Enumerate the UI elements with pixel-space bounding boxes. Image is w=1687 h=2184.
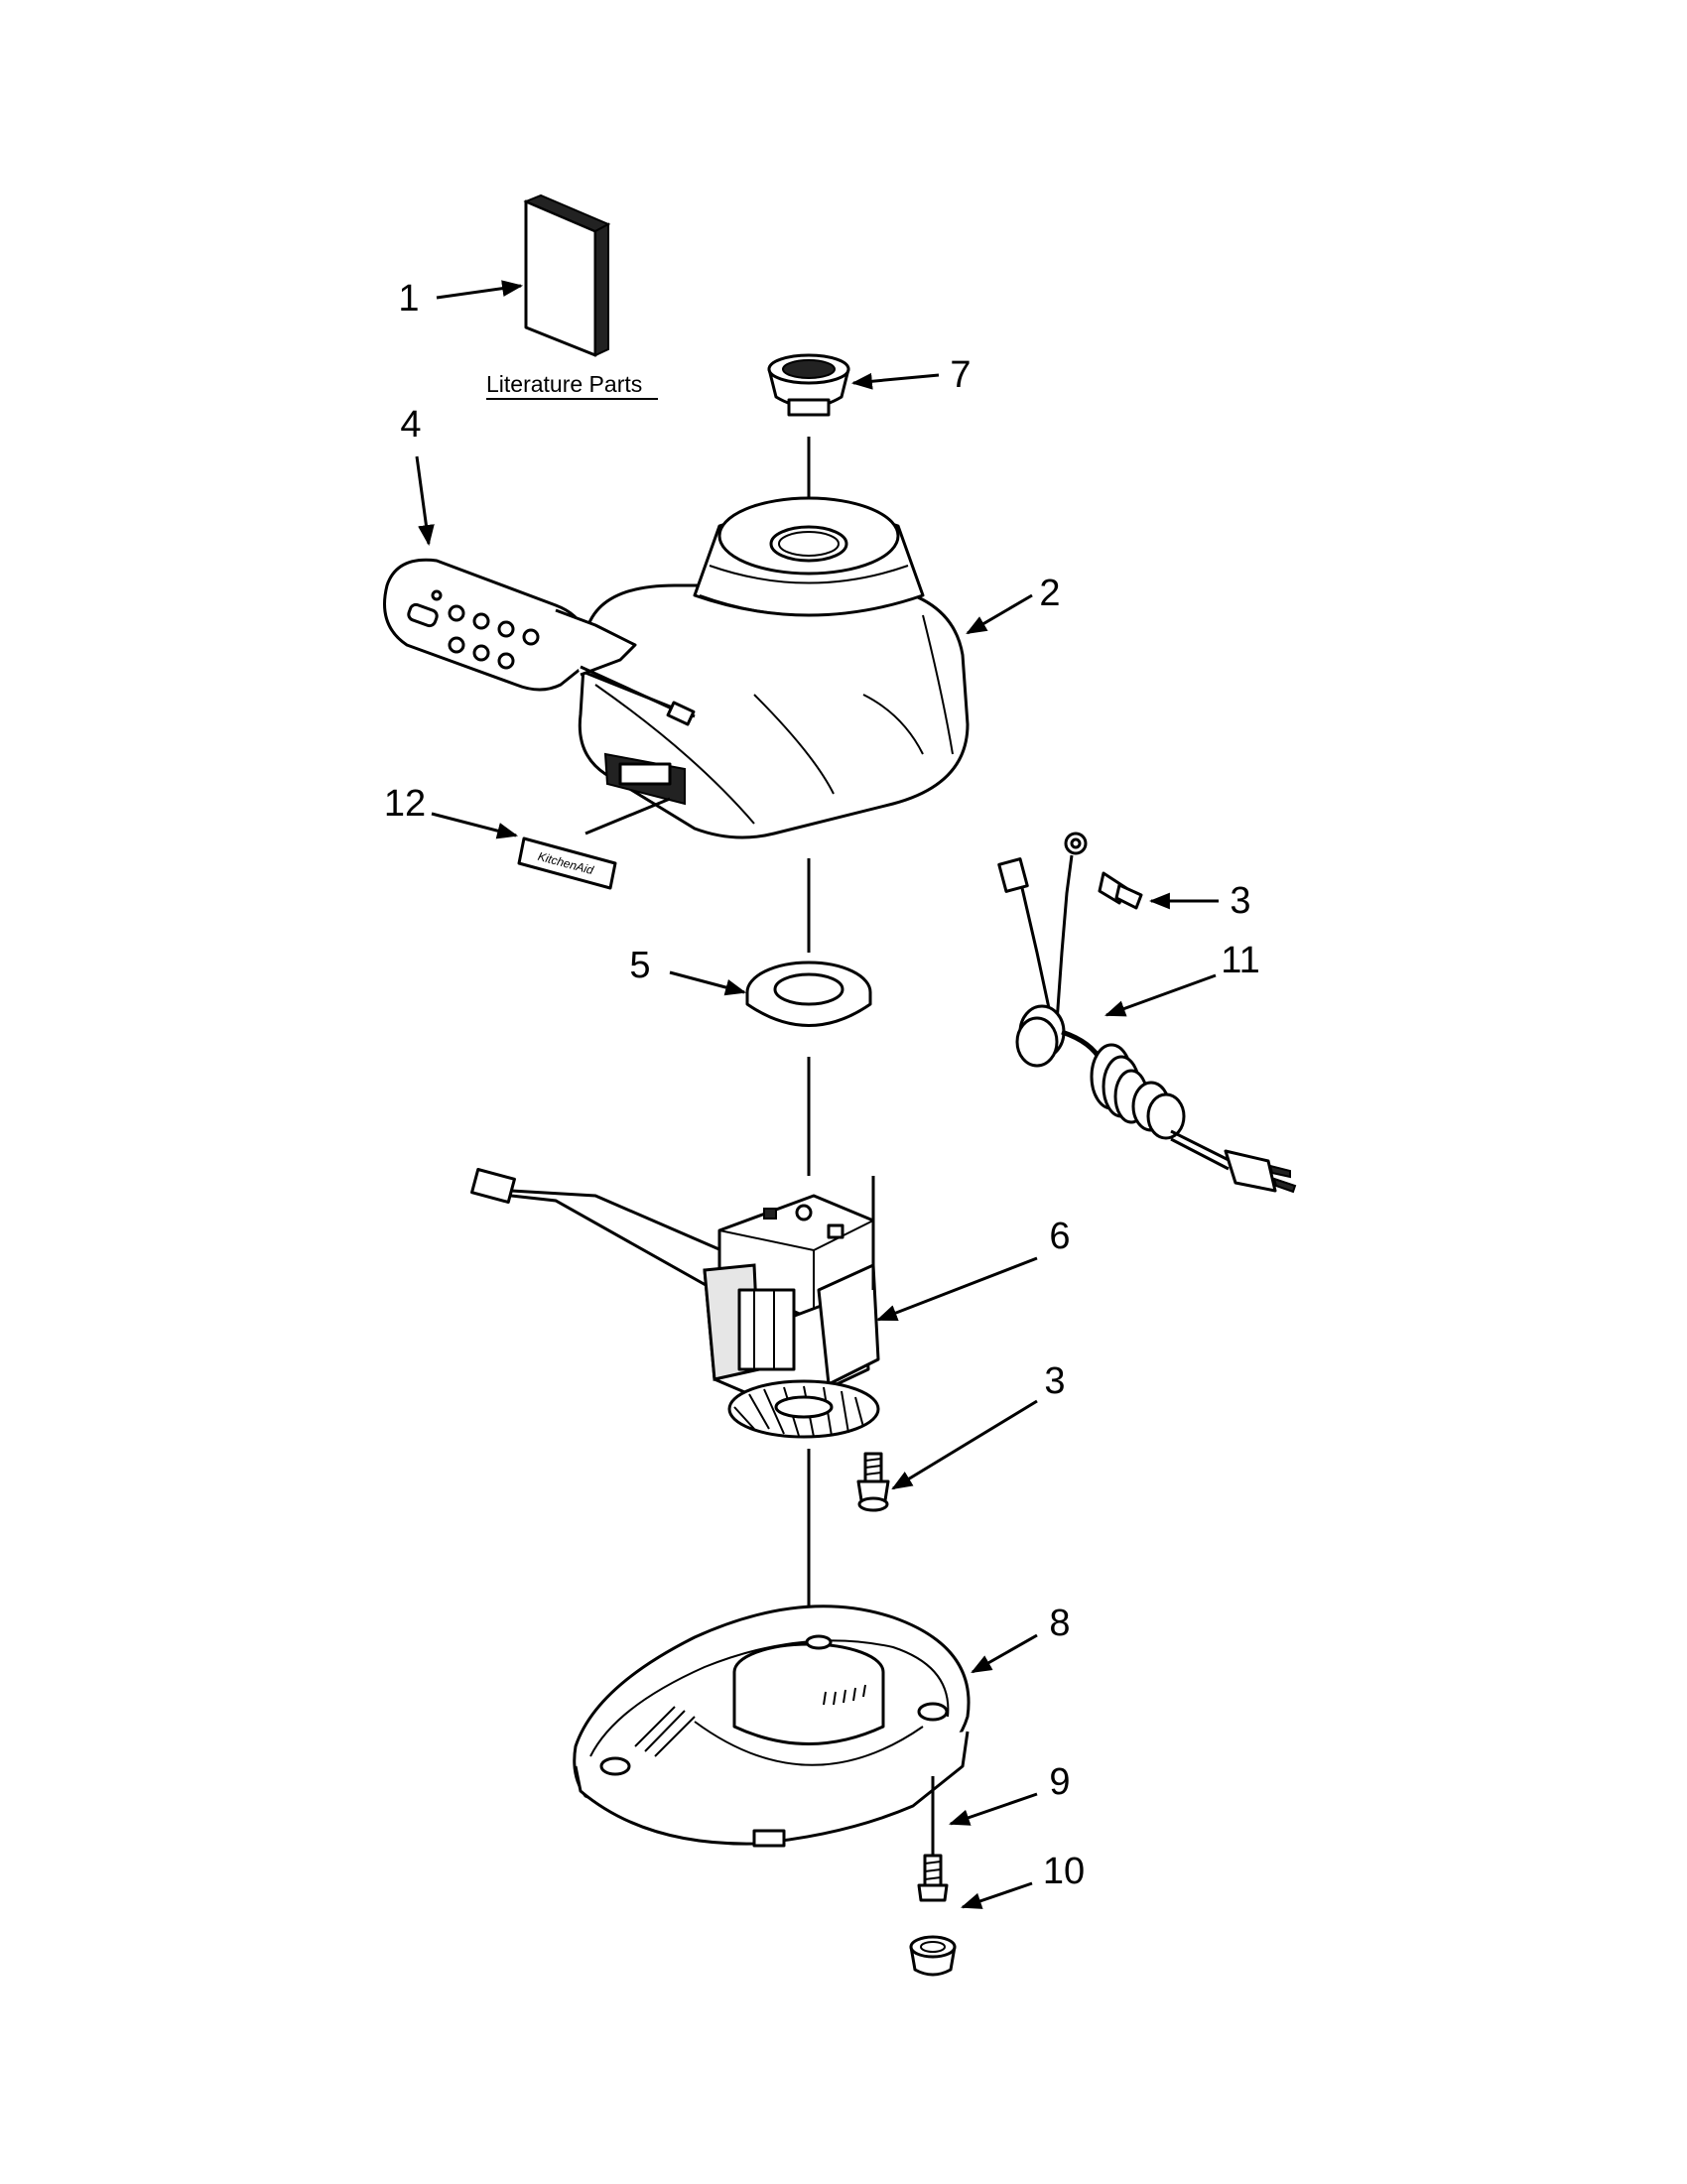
bushing-part-7 <box>767 353 850 417</box>
callout-6: 6 <box>1049 1216 1070 1257</box>
gasket-part-5 <box>745 961 872 1027</box>
badge-part-12: KitchenAid <box>517 836 617 890</box>
callout-10: 10 <box>1043 1851 1085 1892</box>
callout-5: 5 <box>629 945 650 986</box>
foot-part-10 <box>909 1935 957 1977</box>
callout-12: 12 <box>384 783 426 825</box>
leader-2 <box>966 593 1033 635</box>
motor-fan <box>727 1379 880 1439</box>
callout-4: 4 <box>400 404 421 446</box>
callout-1: 1 <box>398 278 419 320</box>
leader-10 <box>961 1881 1033 1909</box>
control-panel-part-4 <box>383 558 696 726</box>
literature-booklet <box>523 193 611 357</box>
leader-9 <box>949 1792 1038 1826</box>
badge-to-housing-line <box>584 797 671 835</box>
callout-3-upper: 3 <box>1230 880 1250 922</box>
leader-4 <box>415 455 435 547</box>
screw-part-3-lower <box>856 1452 890 1512</box>
leader-12 <box>431 812 519 839</box>
callout-11: 11 <box>1221 940 1259 981</box>
leader-8 <box>971 1633 1038 1674</box>
literature-caption: Literature Parts <box>486 371 642 397</box>
screw-part-9 <box>917 1854 949 1902</box>
motor-part-6 <box>470 1167 880 1439</box>
base-part-8 <box>573 1605 971 1848</box>
leader-5 <box>669 970 747 996</box>
leader-11 <box>1104 973 1217 1017</box>
leader-3-lower <box>891 1399 1038 1490</box>
callout-8: 8 <box>1049 1603 1070 1644</box>
leader-1 <box>436 280 524 300</box>
power-cord-part-11 <box>997 832 1297 1194</box>
callout-3-lower: 3 <box>1044 1360 1065 1402</box>
leader-7 <box>850 372 940 390</box>
callout-7: 7 <box>950 354 971 396</box>
screw-part-3-upper <box>1098 871 1143 910</box>
leader-6 <box>876 1256 1038 1322</box>
callout-9: 9 <box>1049 1761 1070 1803</box>
callout-2: 2 <box>1039 573 1060 614</box>
housing-part-2 <box>578 496 970 839</box>
